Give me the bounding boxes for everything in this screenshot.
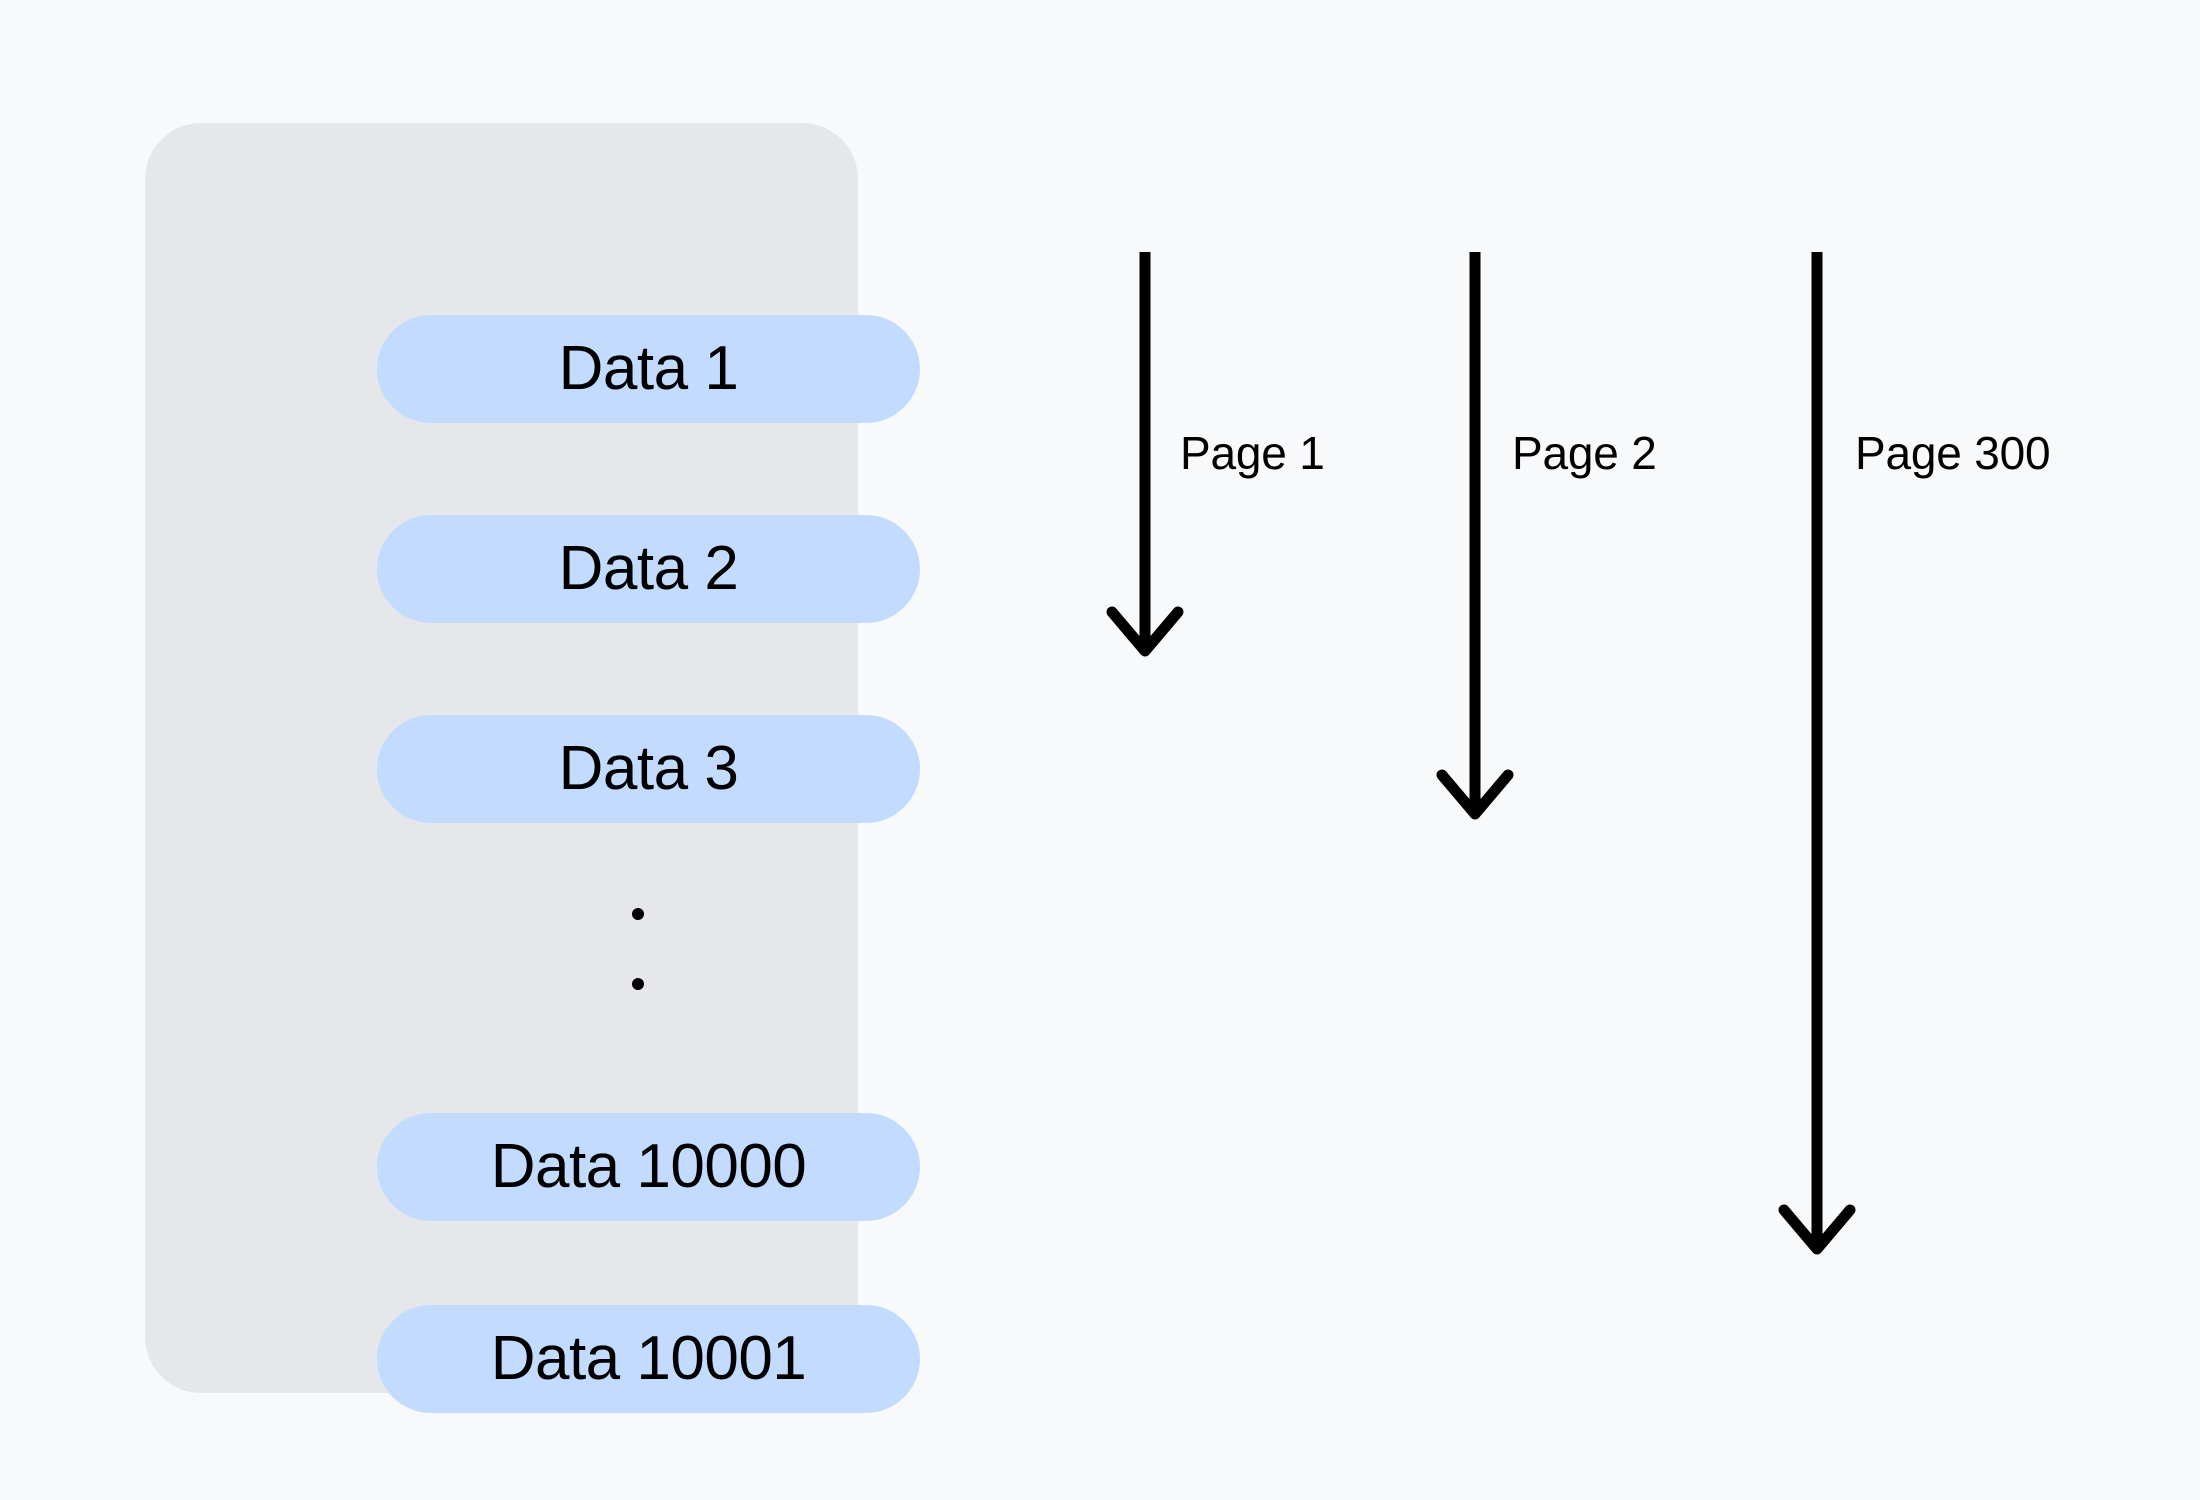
- arrow-head-icon: [1106, 606, 1184, 657]
- data-pill-label: Data 10001: [490, 1324, 807, 1393]
- data-pill[interactable]: Data 10001: [377, 1305, 920, 1413]
- data-pill-label: Data 1: [558, 334, 739, 403]
- page-arrow-label-300: Page 300: [1855, 427, 2051, 479]
- page-arrow-1: [1106, 252, 1184, 657]
- vertical-dots-icon: [632, 908, 644, 996]
- data-pill[interactable]: Data 10000: [377, 1113, 920, 1221]
- page-arrow-300: [1778, 252, 1856, 1255]
- ellipsis-dot: [632, 978, 644, 990]
- data-pill[interactable]: Data 2: [377, 515, 920, 623]
- page-arrow-2: [1436, 252, 1514, 820]
- data-pill[interactable]: Data 3: [377, 715, 920, 823]
- arrow-head-icon: [1436, 769, 1514, 820]
- page-arrow-label-1: Page 1: [1180, 427, 1325, 479]
- ellipsis-dot: [632, 908, 644, 920]
- arrow-head-icon: [1778, 1204, 1856, 1255]
- data-store-container: Data 1 Data 2 Data 3 Data 10000 Data 100…: [145, 123, 920, 1413]
- data-pill-label: Data 3: [558, 734, 739, 803]
- page-arrow-label-2: Page 2: [1512, 427, 1657, 479]
- data-pill-label: Data 2: [558, 534, 739, 603]
- data-pill[interactable]: Data 1: [377, 315, 920, 423]
- data-pill-label: Data 10000: [490, 1132, 807, 1201]
